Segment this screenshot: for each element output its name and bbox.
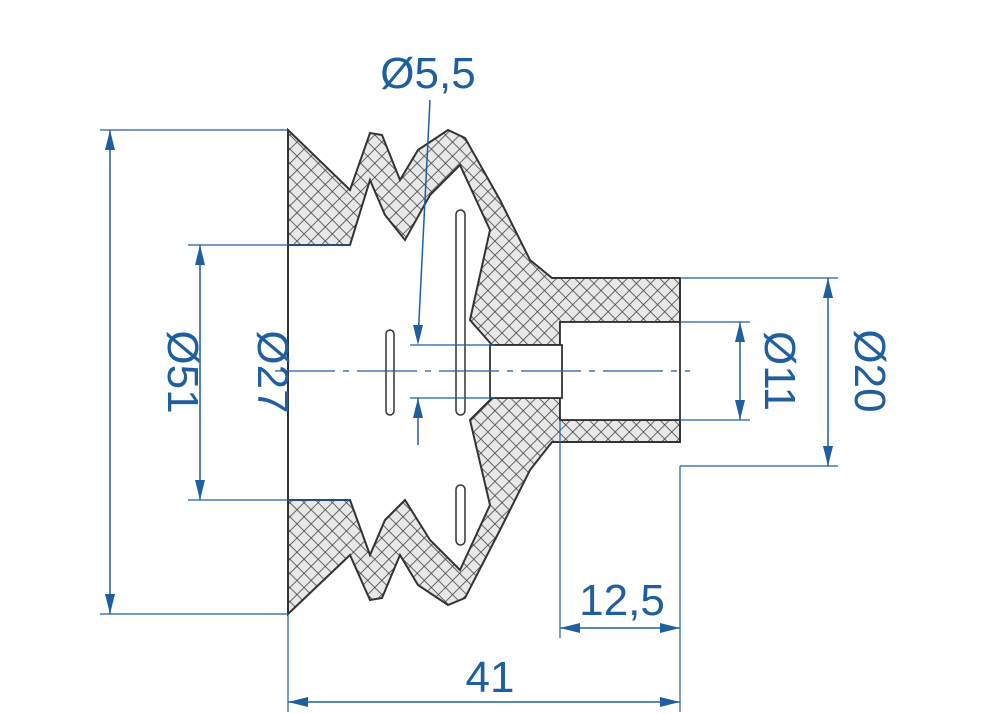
dimension-dia-27: Ø27 <box>188 244 350 501</box>
dimension-len-12-5: 12,5 <box>559 420 681 638</box>
inner-slot-lower <box>455 484 466 546</box>
dimension-dia-5-5: Ø5,5 <box>380 49 495 445</box>
dimension-dia-20: Ø20 <box>680 277 894 467</box>
label-len-12-5: 12,5 <box>579 576 665 625</box>
upper-bellows-section <box>287 127 681 346</box>
dimension-len-41: 41 <box>287 614 681 712</box>
label-len-41: 41 <box>466 653 515 702</box>
label-dia-51: Ø51 <box>158 330 207 413</box>
dimension-dia-51: Ø51 <box>100 129 288 615</box>
part-section <box>287 127 681 617</box>
label-dia-5-5: Ø5,5 <box>380 49 475 98</box>
inner-slot-right <box>455 209 466 416</box>
label-dia-20: Ø20 <box>845 329 894 412</box>
dimension-dia-11: Ø11 <box>680 321 804 421</box>
label-dia-11: Ø11 <box>755 331 804 411</box>
inner-slot-left <box>385 329 395 416</box>
label-dia-27: Ø27 <box>248 330 297 413</box>
